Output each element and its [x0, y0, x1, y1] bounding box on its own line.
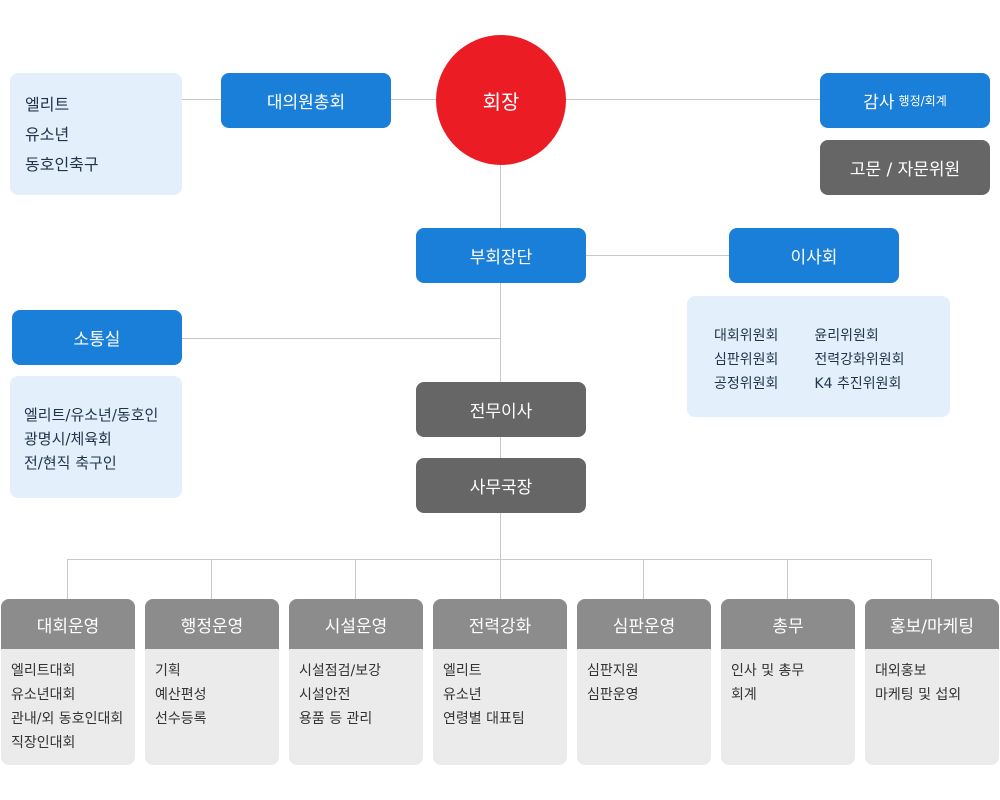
- committees-column: 대회위원회 심판위원회 공정위원회: [714, 324, 778, 396]
- connector-line: [355, 559, 356, 600]
- department-item: 심판운영: [587, 687, 639, 703]
- department-item: 관내/외 동호인대회: [11, 711, 124, 727]
- department-card: 시설운영 시설점검/보강 시설안전 용품 등 관리: [289, 599, 423, 765]
- vice-chairs-label: 부회장단: [469, 248, 533, 268]
- secretary-general-node: 사무국장: [416, 458, 586, 513]
- department-card: 대회운영 엘리트대회 유소년대회 관내/외 동호인대회 직장인대회: [1, 599, 135, 765]
- connector-line: [500, 160, 501, 228]
- department-item: 마케팅 및 섭외: [875, 687, 962, 703]
- connector-line: [787, 559, 788, 600]
- connector-line: [565, 99, 821, 100]
- committee-item: K4 추진위원회: [814, 376, 902, 392]
- department-title: 전력강화: [433, 599, 567, 649]
- connector-line: [67, 559, 68, 600]
- audit-sub-label: 행정/회계: [898, 94, 947, 108]
- committee-item: 대회위원회: [714, 328, 779, 344]
- communication-members-box: 엘리트/유소년/동호인 광명시/체육회 전/현직 축구인: [10, 376, 182, 498]
- connector-line: [211, 559, 212, 600]
- department-card: 행정운영 기획 예산편성 선수등록: [145, 599, 279, 765]
- committee-item: 윤리위원회: [814, 328, 879, 344]
- department-item: 시설안전: [299, 687, 351, 703]
- committees-column: 윤리위원회 전력강화위원회 K4 추진위원회: [814, 324, 904, 396]
- department-item: 대외홍보: [875, 663, 927, 679]
- assembly-member: 엘리트: [25, 95, 70, 114]
- audit-node: 감사 행정/회계: [820, 73, 990, 128]
- secretary-general-label: 사무국장: [469, 478, 533, 498]
- department-item: 엘리트대회: [11, 663, 76, 679]
- communication-member: 엘리트/유소년/동호인: [24, 406, 159, 424]
- department-title: 총무: [721, 599, 855, 649]
- department-title: 심판운영: [577, 599, 711, 649]
- department-item: 직장인대회: [11, 735, 76, 751]
- department-item: 선수등록: [155, 711, 207, 727]
- department-title: 홍보/마케팅: [865, 599, 999, 649]
- communication-member: 광명시/체육회: [24, 430, 112, 448]
- connector-line: [500, 282, 501, 383]
- board-node: 이사회: [729, 228, 899, 283]
- department-item: 기획: [155, 663, 181, 679]
- connector-line: [931, 559, 932, 600]
- connector-line: [500, 513, 501, 600]
- audit-label: 감사: [863, 93, 895, 113]
- department-item: 회계: [731, 687, 757, 703]
- connector-line: [182, 338, 501, 339]
- vice-chairs-node: 부회장단: [416, 228, 586, 283]
- department-card: 총무 인사 및 총무 회계: [721, 599, 855, 765]
- assembly-member: 유소년: [25, 125, 70, 144]
- department-item: 유소년대회: [11, 687, 76, 703]
- connector-line: [585, 255, 730, 256]
- committee-item: 전력강화위원회: [814, 352, 905, 368]
- department-item: 인사 및 총무: [731, 663, 805, 679]
- executive-director-label: 전무이사: [469, 402, 533, 422]
- connector-line: [67, 559, 932, 560]
- department-item: 시설점검/보강: [299, 663, 381, 679]
- advisory-node: 고문 / 자문위원: [820, 140, 990, 195]
- general-assembly-node: 대의원총회: [221, 73, 391, 128]
- department-card: 전력강화 엘리트 유소년 연령별 대표팀: [433, 599, 567, 765]
- department-item: 연령별 대표팀: [443, 711, 525, 727]
- connector-line: [500, 437, 501, 459]
- department-card: 심판운영 심판지원 심판운영: [577, 599, 711, 765]
- assembly-member: 동호인축구: [25, 155, 99, 174]
- communication-node: 소통실: [12, 310, 182, 365]
- department-item: 심판지원: [587, 663, 639, 679]
- department-card: 홍보/마케팅 대외홍보 마케팅 및 섭외: [865, 599, 999, 765]
- committee-item: 심판위원회: [714, 352, 779, 368]
- general-assembly-label: 대의원총회: [266, 93, 346, 113]
- connector-line: [390, 99, 438, 100]
- committees-box: 대회위원회 심판위원회 공정위원회 윤리위원회 전력강화위원회 K4 추진위원회: [687, 296, 950, 417]
- advisory-label: 고문 / 자문위원: [849, 160, 961, 180]
- department-item: 유소년: [443, 687, 482, 703]
- connector-line: [182, 99, 222, 100]
- executive-director-node: 전무이사: [416, 382, 586, 437]
- assembly-members-box: 엘리트 유소년 동호인축구: [10, 73, 182, 195]
- committee-item: 공정위원회: [714, 376, 779, 392]
- department-title: 시설운영: [289, 599, 423, 649]
- chairman-node: 회장: [436, 35, 566, 165]
- connector-line: [643, 559, 644, 600]
- department-title: 대회운영: [1, 599, 135, 649]
- department-item: 예산편성: [155, 687, 207, 703]
- board-label: 이사회: [790, 248, 838, 268]
- department-item: 용품 등 관리: [299, 711, 373, 727]
- department-title: 행정운영: [145, 599, 279, 649]
- department-item: 엘리트: [443, 663, 482, 679]
- chairman-label: 회장: [482, 89, 520, 114]
- communication-member: 전/현직 축구인: [24, 454, 117, 472]
- communication-label: 소통실: [73, 330, 121, 350]
